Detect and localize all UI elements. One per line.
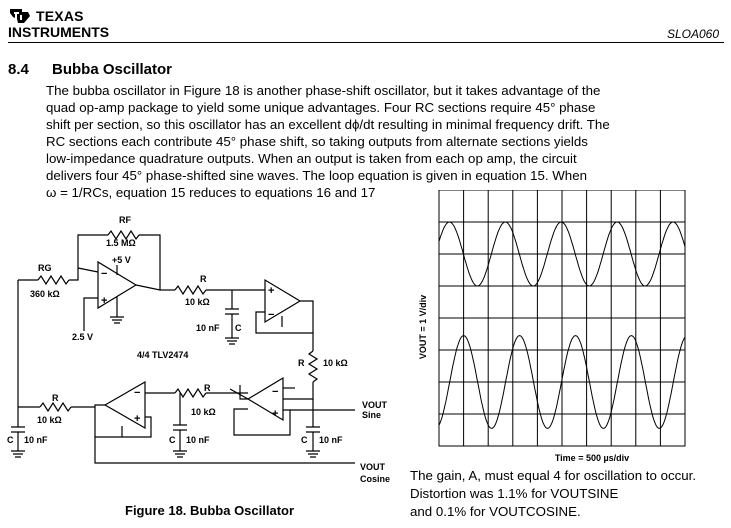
c1-label: C [235, 323, 242, 333]
section-title: Bubba Oscillator [52, 61, 173, 78]
paragraph-line: The bubba oscillator in Figure 18 is ano… [46, 83, 601, 98]
r2-value: 10 kΩ [323, 358, 348, 368]
ic-label: 4/4 TLV2474 [137, 350, 188, 360]
svg-text:−: − [268, 309, 274, 321]
r1-value: 10 kΩ [185, 297, 210, 307]
logo-wordmark-line1: Texas [36, 8, 84, 24]
vout-sine-label: VOUT [362, 400, 388, 410]
oscilloscope-plot: VOUT = 1 V/div Time = 500 µs/div [418, 190, 686, 463]
svg-text:+: + [272, 408, 278, 420]
bias-label: 2.5 V [72, 332, 93, 342]
r3-value: 10 kΩ [191, 407, 216, 417]
op-amp-4 [103, 380, 146, 430]
vout-sine-sub: Sine [362, 410, 381, 420]
r2-label: R [298, 358, 305, 368]
svg-text:−: − [101, 268, 107, 280]
rf-value: 1.5 MΩ [106, 238, 136, 248]
side-note: The gain, A, must equal 4 for oscillatio… [410, 467, 696, 521]
c2-value: 10 nF [319, 435, 343, 445]
resistor-rg [37, 274, 70, 286]
figure-caption: Figure 18. Bubba Oscillator [125, 503, 295, 518]
scope-xlabel: Time = 500 µs/div [555, 453, 629, 463]
svg-text:+: + [101, 295, 107, 307]
svg-text:−: − [134, 387, 140, 399]
r3-label: R [204, 383, 211, 393]
svg-text:+: + [134, 413, 140, 425]
section-paragraph: The bubba oscillator in Figure 18 is ano… [46, 82, 686, 201]
r4-value: 10 kΩ [37, 415, 62, 425]
resistor-r1 [174, 284, 207, 296]
c4-value: 10 nF [24, 435, 48, 445]
resistor-r4 [39, 401, 72, 413]
rg-label: RG [38, 263, 52, 273]
logo-wordmark-line2: Instruments [8, 24, 110, 40]
paragraph-line: RC sections each contribute 45° phase sh… [46, 134, 588, 149]
vout-cos-label: VOUT [360, 462, 386, 472]
c3-label: C [169, 435, 176, 445]
svg-text:−: − [272, 386, 278, 398]
section-number: 8.4 [8, 61, 29, 78]
op-amp-2 [264, 278, 302, 324]
c2-label: C [301, 435, 308, 445]
c4-label: C [7, 435, 14, 445]
paragraph-line: delivers four 45° phase-shifted sine wav… [46, 168, 587, 183]
paragraph-line: quad op-amp package to yield some unique… [46, 100, 596, 115]
vout-cos-sub: Cosine [360, 474, 390, 484]
resistor-r2 [307, 350, 319, 383]
c3-value: 10 nF [186, 435, 210, 445]
side-note-line: and 0.1% for VOUTCOSINE. [410, 504, 581, 519]
paragraph-line: low-impedance quadrature outputs. When a… [46, 151, 577, 166]
document-id: SLOA060 [666, 27, 719, 41]
resistor-rf [107, 229, 140, 241]
ti-logo-icon [8, 7, 32, 25]
r1-label: R [200, 274, 207, 284]
svg-text:+: + [268, 285, 274, 297]
header-divider [8, 42, 724, 43]
scope-ylabel: VOUT = 1 V/div [418, 295, 428, 359]
r4-label: R [52, 393, 59, 403]
bubba-oscillator-schematic: − + + − − + − + RF 1.5 MΩ +5 V RG 360 kΩ 2.5… [7, 215, 390, 484]
paragraph-line: shift per section, so this oscillator ha… [46, 117, 610, 132]
resistor-r3 [174, 387, 207, 399]
supply-label: +5 V [112, 255, 131, 265]
c1-value: 10 nF [196, 323, 220, 333]
sine-wave-trace [438, 221, 686, 287]
rf-label: RF [119, 215, 131, 225]
side-note-line: Distortion was 1.1% for VOUTSINE [410, 486, 619, 501]
rg-value: 360 kΩ [30, 289, 60, 299]
side-note-line: The gain, A, must equal 4 for oscillatio… [410, 468, 697, 483]
cosine-wave-trace [438, 335, 686, 429]
paragraph-line: ω = 1/RCs, equation 15 reduces to equati… [46, 185, 376, 200]
